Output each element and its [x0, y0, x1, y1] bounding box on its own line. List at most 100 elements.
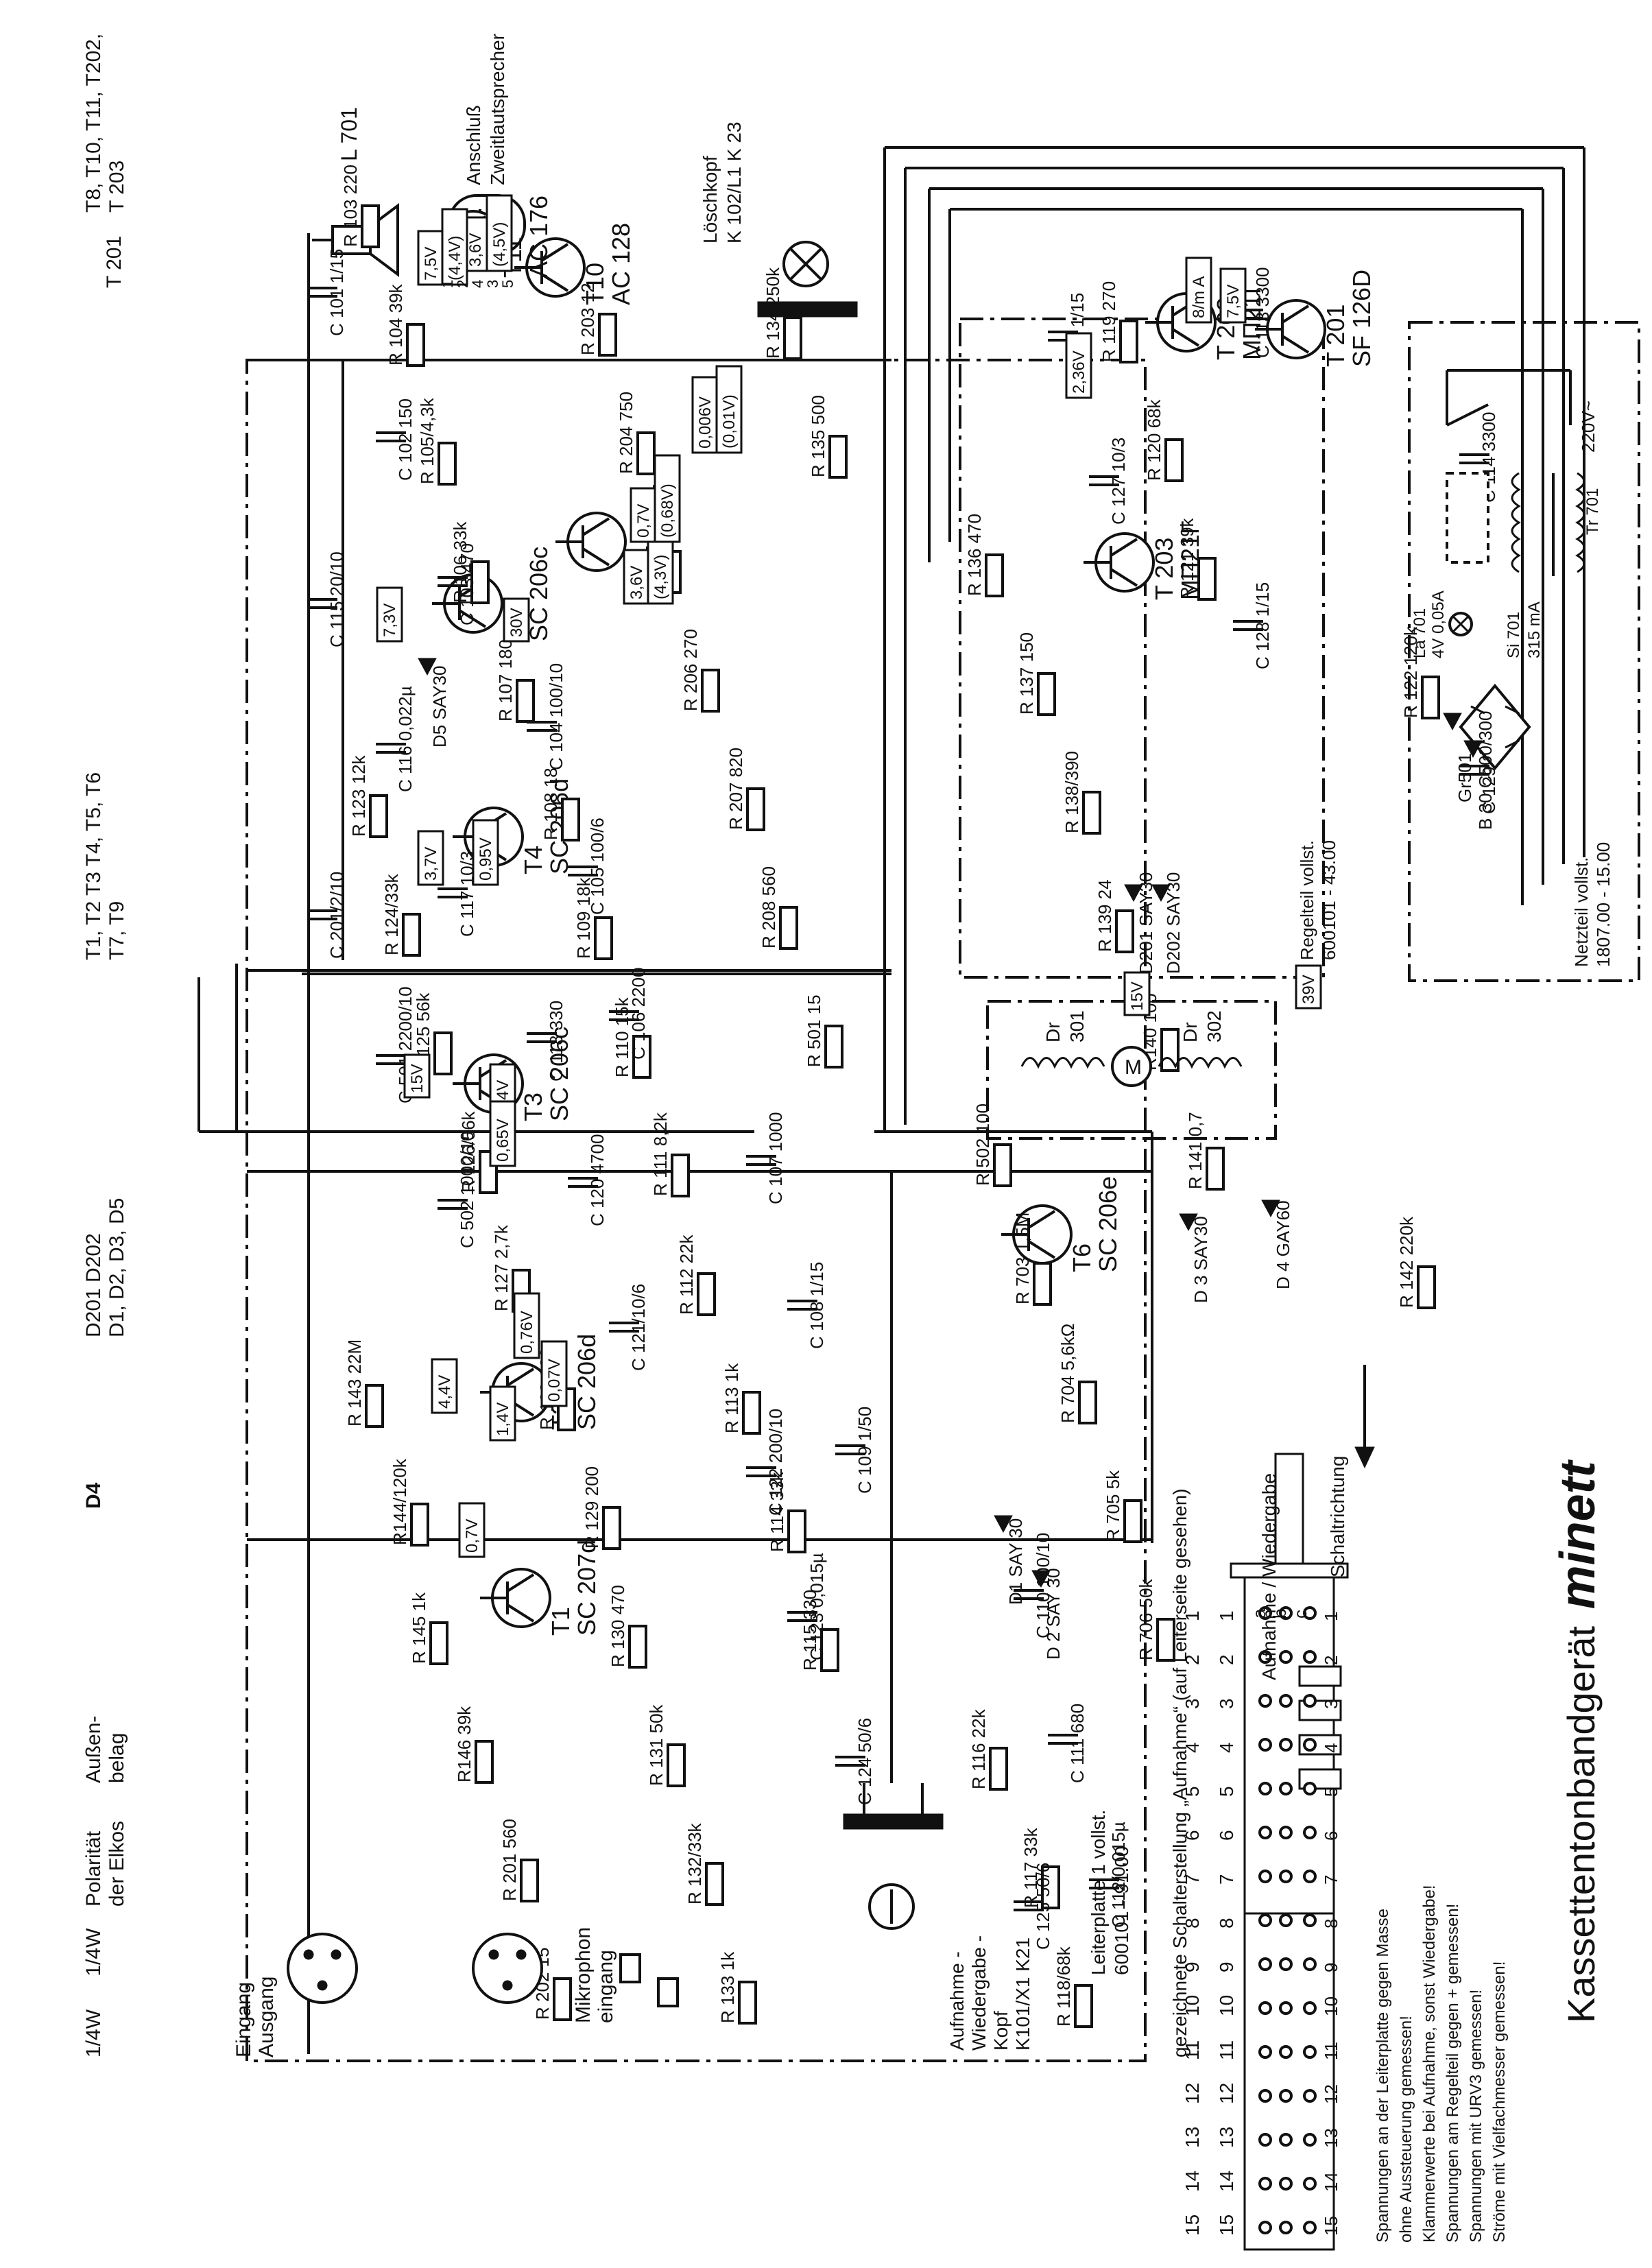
capacitor: C 113 3300	[1233, 267, 1273, 358]
resistor-label: R 124/33k	[381, 873, 402, 955]
switch-row-number: 1	[1321, 1612, 1341, 1621]
transistors-2: T7, T9	[106, 900, 128, 960]
mains-label: 220V~	[1578, 401, 1599, 453]
dr302-a: Dr	[1180, 1022, 1201, 1042]
dr301-b: 301	[1066, 1010, 1088, 1042]
speaker-pin: 4	[469, 280, 486, 288]
capacitor-label: C 104 100/10	[546, 663, 566, 770]
resistor-label: R 141 0,7	[1185, 1112, 1206, 1189]
voltage-box: 8/m A	[1185, 256, 1212, 324]
t8-2: T 203	[106, 160, 128, 213]
dr301-a: Dr	[1042, 1022, 1064, 1042]
speaker-label: L 701	[337, 107, 361, 161]
voltage-label: 1,4V	[494, 1402, 512, 1436]
switch-row-number: 9	[1182, 1961, 1203, 1972]
switch-row-number: 2	[1216, 1654, 1237, 1665]
resistor-label: R 135 500	[808, 395, 828, 477]
voltage-label: 15V	[408, 1064, 427, 1093]
resistor: R 116 22k	[968, 1708, 1008, 1791]
resistor-label: R 111 8,2k	[650, 1112, 671, 1196]
resistor-label: R 106 33k	[450, 521, 470, 603]
regler-board-label: Regelteil vollst. 600101 - 43.00	[1296, 840, 1340, 960]
resistor-label: R 129 200	[582, 1466, 602, 1549]
speaker-pin: 3	[484, 280, 501, 288]
t8-1: T8, T10, T11, T202,	[82, 33, 105, 213]
resistor: R 501 15	[804, 994, 843, 1069]
legend-polarity: Polarität der Elkos	[82, 1821, 129, 1907]
resistor: R 135 500	[808, 395, 848, 479]
resistor-label: R 104 39k	[385, 283, 406, 366]
note-3: Klammerwerte bei Aufnahme, sonst Wiederg…	[1420, 1885, 1439, 2243]
capacitor: C 124 50/6	[835, 1718, 875, 1805]
resistor-label: R 133 1k	[717, 1951, 738, 2023]
diode-label: D201 SAY30	[1136, 872, 1156, 974]
legend-resistors: 1/4W 1/4W	[82, 1929, 106, 2057]
title-brand: minett	[1551, 1461, 1605, 1610]
voltage-box: 0,7V	[458, 1502, 486, 1558]
capacitor-label: C 101 1/15	[326, 249, 347, 336]
voltage-box: 7,3V	[376, 586, 403, 643]
polarity-2: der Elkos	[106, 1820, 128, 1907]
capacitor-label: C 123 0,015µ	[806, 1553, 827, 1660]
switch-row-number: 12	[1182, 2083, 1203, 2104]
switch-row-number: 14	[1216, 2171, 1237, 2192]
switch-row-number: 8	[1216, 1918, 1237, 1929]
diode-label: D 3 SAY30	[1190, 1216, 1211, 1303]
resistor-label: R 501 15	[804, 994, 824, 1067]
switch-row-number: 12	[1321, 2084, 1341, 2104]
switch-row-number: 5	[1216, 1786, 1237, 1797]
switch-row-number: 5	[1182, 1786, 1203, 1797]
resistor: R 206 270	[680, 629, 720, 713]
voltage-label: 7,5V	[422, 247, 440, 280]
resistor: R 112 22k	[676, 1234, 716, 1316]
switch-row-number: 11	[1216, 2040, 1237, 2060]
diode-label: Gr501	[1455, 753, 1475, 802]
connector-label-2: Zweitlautsprecher	[487, 34, 508, 185]
resistor: R 126/56k	[458, 1110, 498, 1194]
resistor: R 117 33k	[1020, 1827, 1060, 1909]
resistor-label: R 103 220	[340, 165, 361, 247]
res-legend-1: 1/4W	[82, 2009, 105, 2057]
capacitor-label: C 121/10/6	[628, 1284, 649, 1371]
capacitor-label: C 108 1/15	[806, 1262, 827, 1349]
capacitor: C 116 0,022µ	[376, 686, 416, 792]
transistor-label-t6: T6	[1068, 1243, 1096, 1272]
regler-board-name: Regelteil vollst.	[1297, 840, 1317, 960]
diodes-2: D1, D2, D3, D5	[106, 1197, 128, 1337]
capacitor-label: C 115 20/10	[326, 551, 347, 647]
diode: D201 SAY30	[1124, 872, 1156, 974]
voltage-label: (4,5V)	[490, 222, 509, 267]
diode-label: B 30 C500/300	[1475, 711, 1496, 830]
capacitor: C 122 200/10	[746, 1409, 786, 1516]
capacitor-label: C 127 10/3	[1108, 438, 1129, 525]
switch-row-number: 11	[1182, 2040, 1203, 2060]
voltage-label: 0,76V	[518, 1311, 536, 1354]
switch-row-number: 9	[1216, 1961, 1237, 1972]
voltage-box: (0,68V)	[654, 454, 681, 543]
legend-t201: T 201	[103, 235, 125, 288]
dr302-b: 302	[1204, 1010, 1225, 1042]
resistor: R 109 18k	[573, 876, 613, 960]
resistor-label: R 113 1k	[721, 1363, 742, 1433]
resistor-label: R 131 50k	[646, 1704, 667, 1786]
diode: D202 SAY30	[1151, 872, 1184, 974]
switch-row-number: 12	[1216, 2083, 1237, 2104]
voltage-box: (4,4V)	[441, 208, 468, 286]
switch-caption: gezeichnete Schalterstellung „Aufnahme“ …	[1169, 1488, 1191, 2057]
resistor: R146 39k	[454, 1706, 494, 1784]
note-2: ohne Aussteuerung gemessen!	[1397, 2016, 1415, 2243]
voltage-box: (0,01V)	[715, 365, 743, 454]
resistor: R 143 22M	[344, 1339, 384, 1428]
erase-head-label-1: Löschkopf	[699, 156, 721, 243]
voltage-label: 8/m A	[1190, 276, 1208, 318]
resistor: R 118/68k	[1053, 1946, 1093, 2028]
speaker-pin: 1	[439, 280, 456, 288]
diode: B 30 C500/300	[1463, 711, 1496, 830]
resistor: R144/120k	[390, 1458, 429, 1547]
voltage-label: 15V	[1128, 981, 1147, 1011]
capacitor: C 109 1/50	[835, 1407, 875, 1494]
resistor-label: R 704 5,6kΩ	[1057, 1324, 1078, 1423]
resistor: R 208 560	[758, 866, 798, 950]
resistor: R 119 270	[1099, 281, 1138, 363]
